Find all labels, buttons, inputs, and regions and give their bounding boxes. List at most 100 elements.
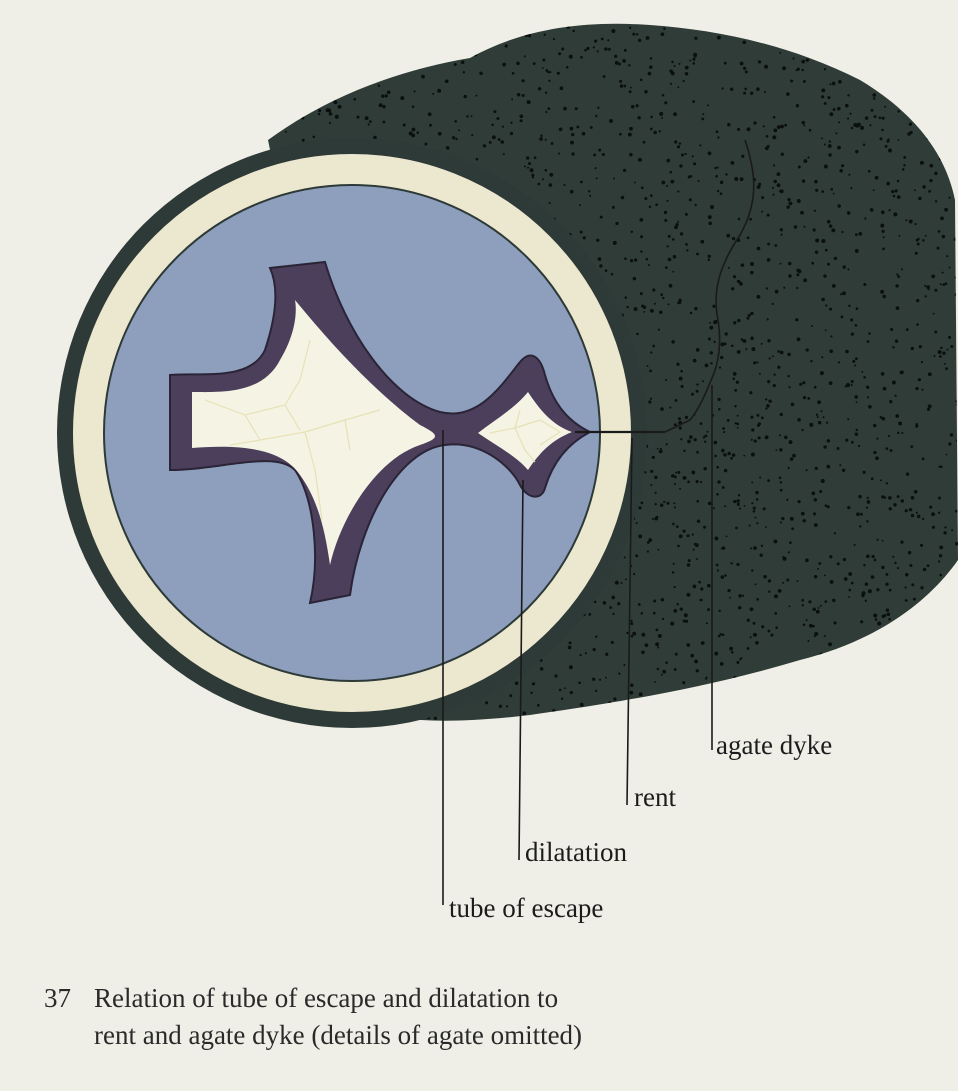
speckle-dot [655, 642, 660, 647]
speckle-dot [717, 480, 721, 484]
speckle-dot [698, 580, 701, 584]
speckle-dot [892, 555, 895, 558]
speckle-dot [677, 417, 682, 421]
speckle-dot [695, 389, 699, 393]
speckle-dot [853, 68, 857, 72]
speckle-dot [662, 296, 665, 300]
speckle-dot [895, 53, 898, 56]
speckle-dot [836, 562, 840, 566]
speckle-dot [381, 94, 385, 98]
speckle-dot [838, 79, 842, 84]
speckle-dot [800, 210, 804, 215]
speckle-dot [817, 669, 820, 672]
speckle-dot [732, 275, 737, 279]
speckle-dot [900, 370, 904, 374]
speckle-dot [779, 350, 784, 355]
speckle-dot [692, 358, 697, 363]
speckle-dot [468, 724, 470, 726]
speckle-dot [818, 653, 822, 657]
speckle-dot [912, 700, 916, 704]
speckle-dot [559, 86, 564, 91]
label-agate-dyke: agate dyke [716, 730, 832, 760]
speckle-dot [373, 135, 377, 140]
speckle-dot [886, 139, 890, 143]
speckle-dot [739, 281, 743, 286]
speckle-dot [824, 695, 829, 700]
speckle-dot [686, 592, 691, 597]
speckle-dot [597, 257, 602, 261]
speckle-dot [772, 193, 775, 196]
speckle-dot [593, 153, 597, 157]
speckle-dot [870, 208, 874, 212]
speckle-dot [687, 708, 692, 712]
speckle-dot [944, 207, 948, 212]
speckle-dot [867, 702, 870, 705]
speckle-dot [868, 404, 872, 409]
speckle-dot [642, 305, 647, 309]
speckle-dot [872, 634, 875, 638]
speckle-dot [529, 168, 534, 173]
speckle-dot [519, 119, 523, 123]
speckle-dot [497, 138, 501, 141]
speckle-dot [488, 140, 492, 144]
speckle-dot [845, 349, 849, 354]
speckle-dot [640, 250, 643, 253]
speckle-dot [943, 622, 946, 625]
speckle-dot [898, 84, 902, 89]
speckle-dot [710, 20, 714, 24]
speckle-dot [644, 643, 649, 648]
speckle-dot [704, 440, 707, 443]
speckle-dot [917, 56, 920, 59]
speckle-dot [853, 544, 856, 546]
speckle-dot [801, 604, 804, 607]
speckle-dot [829, 555, 833, 559]
leader-rent [626, 437, 633, 806]
speckle-dot [364, 116, 369, 121]
speckle-dot [954, 166, 958, 171]
speckle-dot [652, 18, 655, 21]
speckle-dot [954, 91, 957, 94]
speckle-dot [762, 125, 765, 128]
speckle-dot [657, 548, 660, 551]
speckle-dot [605, 676, 607, 679]
speckle-dot [774, 244, 778, 247]
speckle-dot [857, 444, 861, 448]
speckle-dot [677, 190, 680, 193]
speckle-dot [752, 506, 756, 510]
speckle-dot [505, 705, 509, 708]
speckle-dot [920, 586, 924, 590]
speckle-dot [632, 32, 636, 36]
speckle-dot [461, 26, 466, 30]
speckle-dot [558, 127, 563, 132]
speckle-dot [954, 151, 957, 155]
speckle-dot [750, 336, 754, 341]
speckle-dot [647, 71, 652, 76]
speckle-dot [738, 28, 741, 32]
speckle-dot [694, 36, 698, 40]
speckle-dot [768, 399, 772, 403]
speckle-dot [873, 558, 877, 562]
speckle-dot [847, 268, 850, 271]
speckle-dot [832, 192, 835, 195]
speckle-dot [637, 157, 642, 162]
speckle-dot [842, 291, 846, 296]
speckle-dot [693, 162, 697, 166]
speckle-dot [600, 37, 604, 41]
speckle-dot [579, 702, 584, 707]
speckle-dot [928, 84, 931, 87]
speckle-dot [504, 44, 508, 48]
speckle-dot [600, 705, 604, 710]
speckle-dot [328, 39, 330, 42]
main-cavity [192, 300, 435, 565]
speckle-dot [813, 574, 818, 579]
speckle-dot [738, 507, 742, 510]
speckle-dot [564, 14, 567, 17]
speckle-dot [269, 99, 273, 102]
speckle-dot [764, 64, 769, 69]
speckle-dot [650, 351, 653, 354]
speckle-dot [855, 307, 859, 310]
speckle-dot [669, 406, 672, 409]
speckle-dot [462, 71, 466, 74]
speckle-dot [717, 397, 721, 402]
speckle-dot [927, 288, 930, 291]
